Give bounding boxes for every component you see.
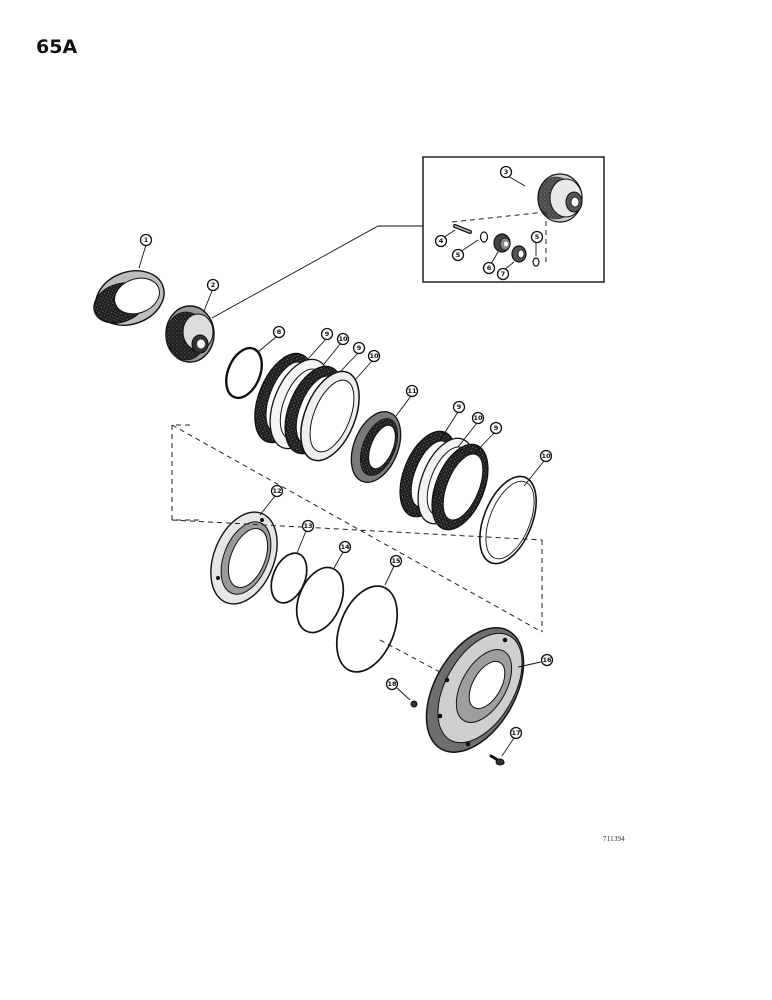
svg-text:17: 17 <box>511 729 520 737</box>
svg-text:2: 2 <box>211 281 216 289</box>
callout-10b: 10 <box>367 349 381 363</box>
callout-5a: 5 <box>451 248 465 262</box>
callout-5b: 5 <box>530 230 544 244</box>
assembly-line-housing <box>379 639 441 673</box>
svg-text:10: 10 <box>473 414 483 422</box>
ring-gear <box>93 270 165 326</box>
pressure-plate <box>479 475 537 565</box>
detail-inset-box <box>422 156 605 283</box>
figure-reference-code: 711394 <box>603 835 625 843</box>
pin-detail <box>453 224 472 234</box>
svg-text:14: 14 <box>340 543 350 551</box>
callout-18: 18 <box>385 677 399 691</box>
svg-text:9: 9 <box>357 344 362 352</box>
planet-gear-detail <box>493 233 511 253</box>
svg-text:11: 11 <box>407 387 417 395</box>
svg-text:12: 12 <box>272 487 281 495</box>
svg-text:15: 15 <box>391 557 401 565</box>
svg-text:10: 10 <box>541 452 551 460</box>
assembly-line-diagonal-upper <box>171 424 543 633</box>
svg-text:18: 18 <box>387 680 397 688</box>
svg-text:6: 6 <box>487 264 492 272</box>
callout-13: 13 <box>301 519 315 533</box>
page-number: 65A <box>36 36 78 58</box>
callout-14: 14 <box>338 540 352 554</box>
callout-2: 2 <box>206 278 220 292</box>
callout-11: 11 <box>405 384 419 398</box>
callout-16: 16 <box>540 653 554 667</box>
leader-lines <box>138 175 545 757</box>
callout-4: 4 <box>434 234 448 248</box>
callout-9d: 9 <box>489 421 503 435</box>
callout-7: 7 <box>496 267 510 281</box>
svg-text:4: 4 <box>439 237 444 245</box>
callout-9c: 9 <box>452 400 466 414</box>
assembly-line-diagonal-lower <box>171 519 543 541</box>
middle-seal-ring <box>295 566 345 634</box>
svg-text:16: 16 <box>542 656 552 664</box>
callout-6: 6 <box>482 261 496 275</box>
snap-ring <box>225 346 263 400</box>
clutch-pack-rear <box>399 430 489 531</box>
check-ball <box>410 700 418 708</box>
planet-carrier-detail <box>537 173 583 223</box>
callout-12: 12 <box>270 484 284 498</box>
callout-9b: 9 <box>352 341 366 355</box>
svg-text:5: 5 <box>535 233 540 241</box>
callout-10a: 10 <box>336 332 350 346</box>
needle-bearing-detail <box>511 245 527 263</box>
svg-text:9: 9 <box>325 330 330 338</box>
callout-8: 8 <box>272 325 286 339</box>
inset-assembly-line <box>451 211 547 223</box>
svg-text:9: 9 <box>457 403 462 411</box>
svg-text:9: 9 <box>494 424 499 432</box>
assembly-line-upper <box>171 424 200 521</box>
thrust-washer-detail <box>479 231 489 243</box>
piston-retainer <box>210 511 278 605</box>
callout-1: 1 <box>139 233 153 247</box>
svg-text:1: 1 <box>144 236 149 244</box>
callout-17: 17 <box>509 726 523 740</box>
callout-10d: 10 <box>539 449 553 463</box>
svg-text:5: 5 <box>456 251 461 259</box>
clutch-hub <box>350 411 402 483</box>
clutch-pack-front <box>254 352 360 462</box>
inset-leader-line <box>211 225 423 319</box>
outer-seal-ring <box>335 585 399 673</box>
svg-text:10: 10 <box>369 352 379 360</box>
callout-9a: 9 <box>320 327 334 341</box>
svg-text:3: 3 <box>504 168 509 176</box>
svg-text:13: 13 <box>303 522 312 530</box>
svg-text:8: 8 <box>277 328 282 336</box>
clutch-housing <box>425 627 525 753</box>
callout-10c: 10 <box>471 411 485 425</box>
callout-15: 15 <box>389 554 403 568</box>
bolt <box>489 754 505 766</box>
callout-3: 3 <box>499 165 513 179</box>
planetary-carrier <box>165 305 215 363</box>
svg-text:10: 10 <box>338 335 348 343</box>
svg-text:7: 7 <box>501 270 506 278</box>
thrust-washer-detail-2 <box>532 257 540 267</box>
